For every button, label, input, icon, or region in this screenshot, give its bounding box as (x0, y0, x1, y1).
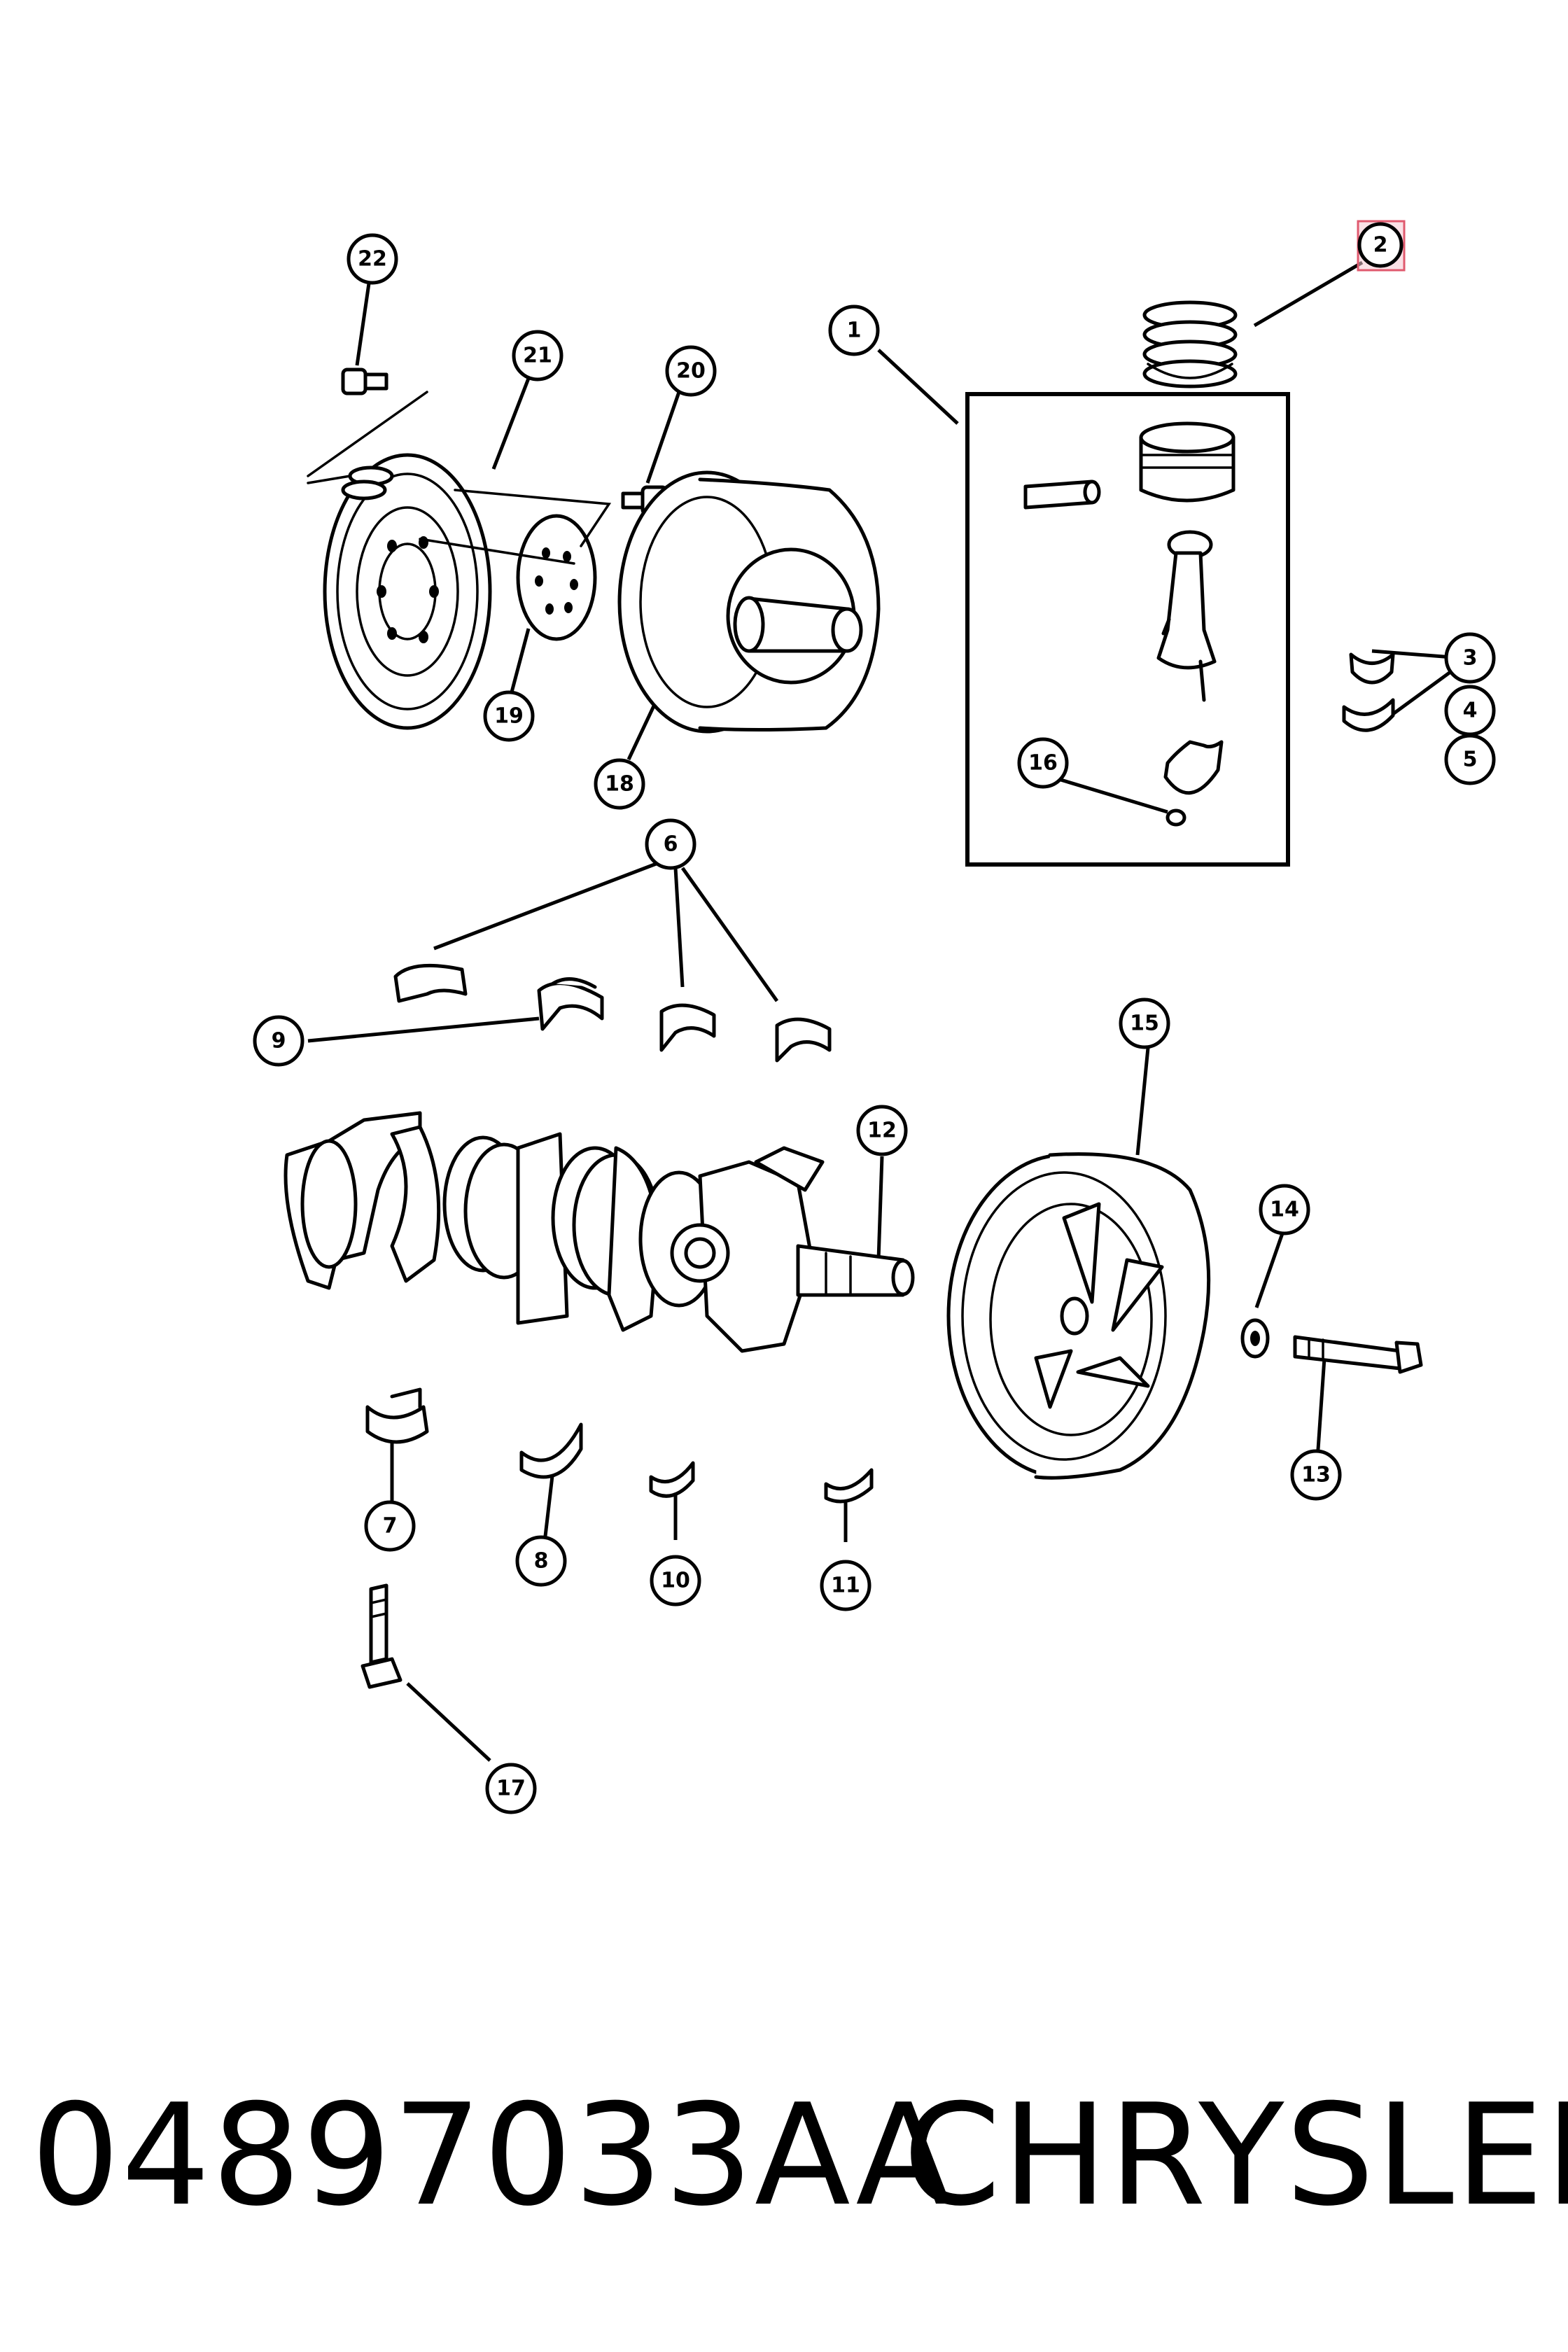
svg-text:13: 13 (1301, 1463, 1331, 1488)
callout-21[interactable]: 21 (512, 330, 564, 382)
adapter-plate (419, 489, 612, 641)
part-number: 04897033AA (31, 2074, 953, 2237)
damper-bolt (1293, 1335, 1423, 1374)
piston-assembly-box (965, 392, 1290, 867)
flexplate-bolt (341, 368, 388, 396)
torque-converter (617, 470, 881, 734)
rod-bearings (1342, 652, 1395, 732)
piston-rings (1142, 300, 1238, 388)
callout-5[interactable]: 5 (1444, 734, 1496, 785)
damper-washer (1240, 1318, 1270, 1359)
main-cap-bolt (360, 1583, 402, 1689)
svg-text:20: 20 (676, 359, 706, 384)
callout-8[interactable]: 8 (515, 1535, 567, 1587)
svg-text:15: 15 (1130, 1011, 1159, 1036)
callout-10[interactable]: 10 (650, 1555, 701, 1606)
callout-20[interactable]: 20 (665, 345, 717, 397)
svg-text:19: 19 (494, 704, 524, 729)
callout-2[interactable]: 2 (1357, 220, 1406, 272)
brand-name: CHRYSLER (903, 2074, 1568, 2237)
svg-text:1: 1 (847, 318, 862, 343)
callout-11[interactable]: 11 (820, 1560, 872, 1611)
rod-cap (1163, 740, 1224, 827)
flexplate (307, 391, 492, 730)
svg-text:6: 6 (664, 832, 678, 857)
vibration-damper (946, 1152, 1211, 1480)
main-bearings-upper (393, 963, 832, 1063)
callout-12[interactable]: 12 (856, 1105, 908, 1156)
svg-text:4: 4 (1463, 699, 1478, 723)
piston-pin (1023, 479, 1101, 510)
main-bearings-lower (365, 1387, 874, 1504)
connecting-rod (1156, 530, 1217, 702)
svg-text:12: 12 (867, 1119, 897, 1143)
callout-22[interactable]: 22 (346, 233, 398, 285)
svg-text:16: 16 (1028, 751, 1058, 776)
svg-text:21: 21 (523, 344, 552, 368)
svg-text:18: 18 (605, 772, 634, 797)
svg-text:5: 5 (1463, 748, 1478, 772)
callout-17[interactable]: 17 (485, 1763, 537, 1814)
svg-text:14: 14 (1270, 1198, 1299, 1222)
svg-text:2: 2 (1373, 233, 1388, 258)
callout-1[interactable]: 1 (828, 304, 880, 356)
callout-13[interactable]: 13 (1290, 1449, 1342, 1501)
svg-text:9: 9 (272, 1029, 286, 1054)
callout-16[interactable]: 16 (1017, 737, 1069, 789)
svg-text:22: 22 (358, 247, 387, 272)
callout-14[interactable]: 14 (1259, 1184, 1310, 1236)
callout-7[interactable]: 7 (364, 1500, 416, 1552)
svg-text:10: 10 (661, 1569, 690, 1593)
callout-18[interactable]: 18 (594, 758, 645, 810)
callout-4[interactable]: 4 (1444, 685, 1496, 736)
callout-6[interactable]: 6 (645, 818, 696, 870)
svg-text:17: 17 (496, 1777, 526, 1801)
crankshaft (284, 1111, 915, 1353)
svg-text:11: 11 (831, 1574, 860, 1598)
callout-3[interactable]: 3 (1444, 632, 1496, 684)
svg-text:7: 7 (383, 1514, 398, 1539)
svg-text:3: 3 (1463, 646, 1478, 671)
piston (1139, 421, 1236, 503)
callout-19[interactable]: 19 (483, 690, 535, 742)
footer: 04897033AA CHRYSLER (0, 2065, 1568, 2247)
callout-9[interactable]: 9 (253, 1015, 304, 1067)
svg-text:8: 8 (534, 1549, 549, 1574)
callout-15[interactable]: 15 (1119, 997, 1170, 1049)
